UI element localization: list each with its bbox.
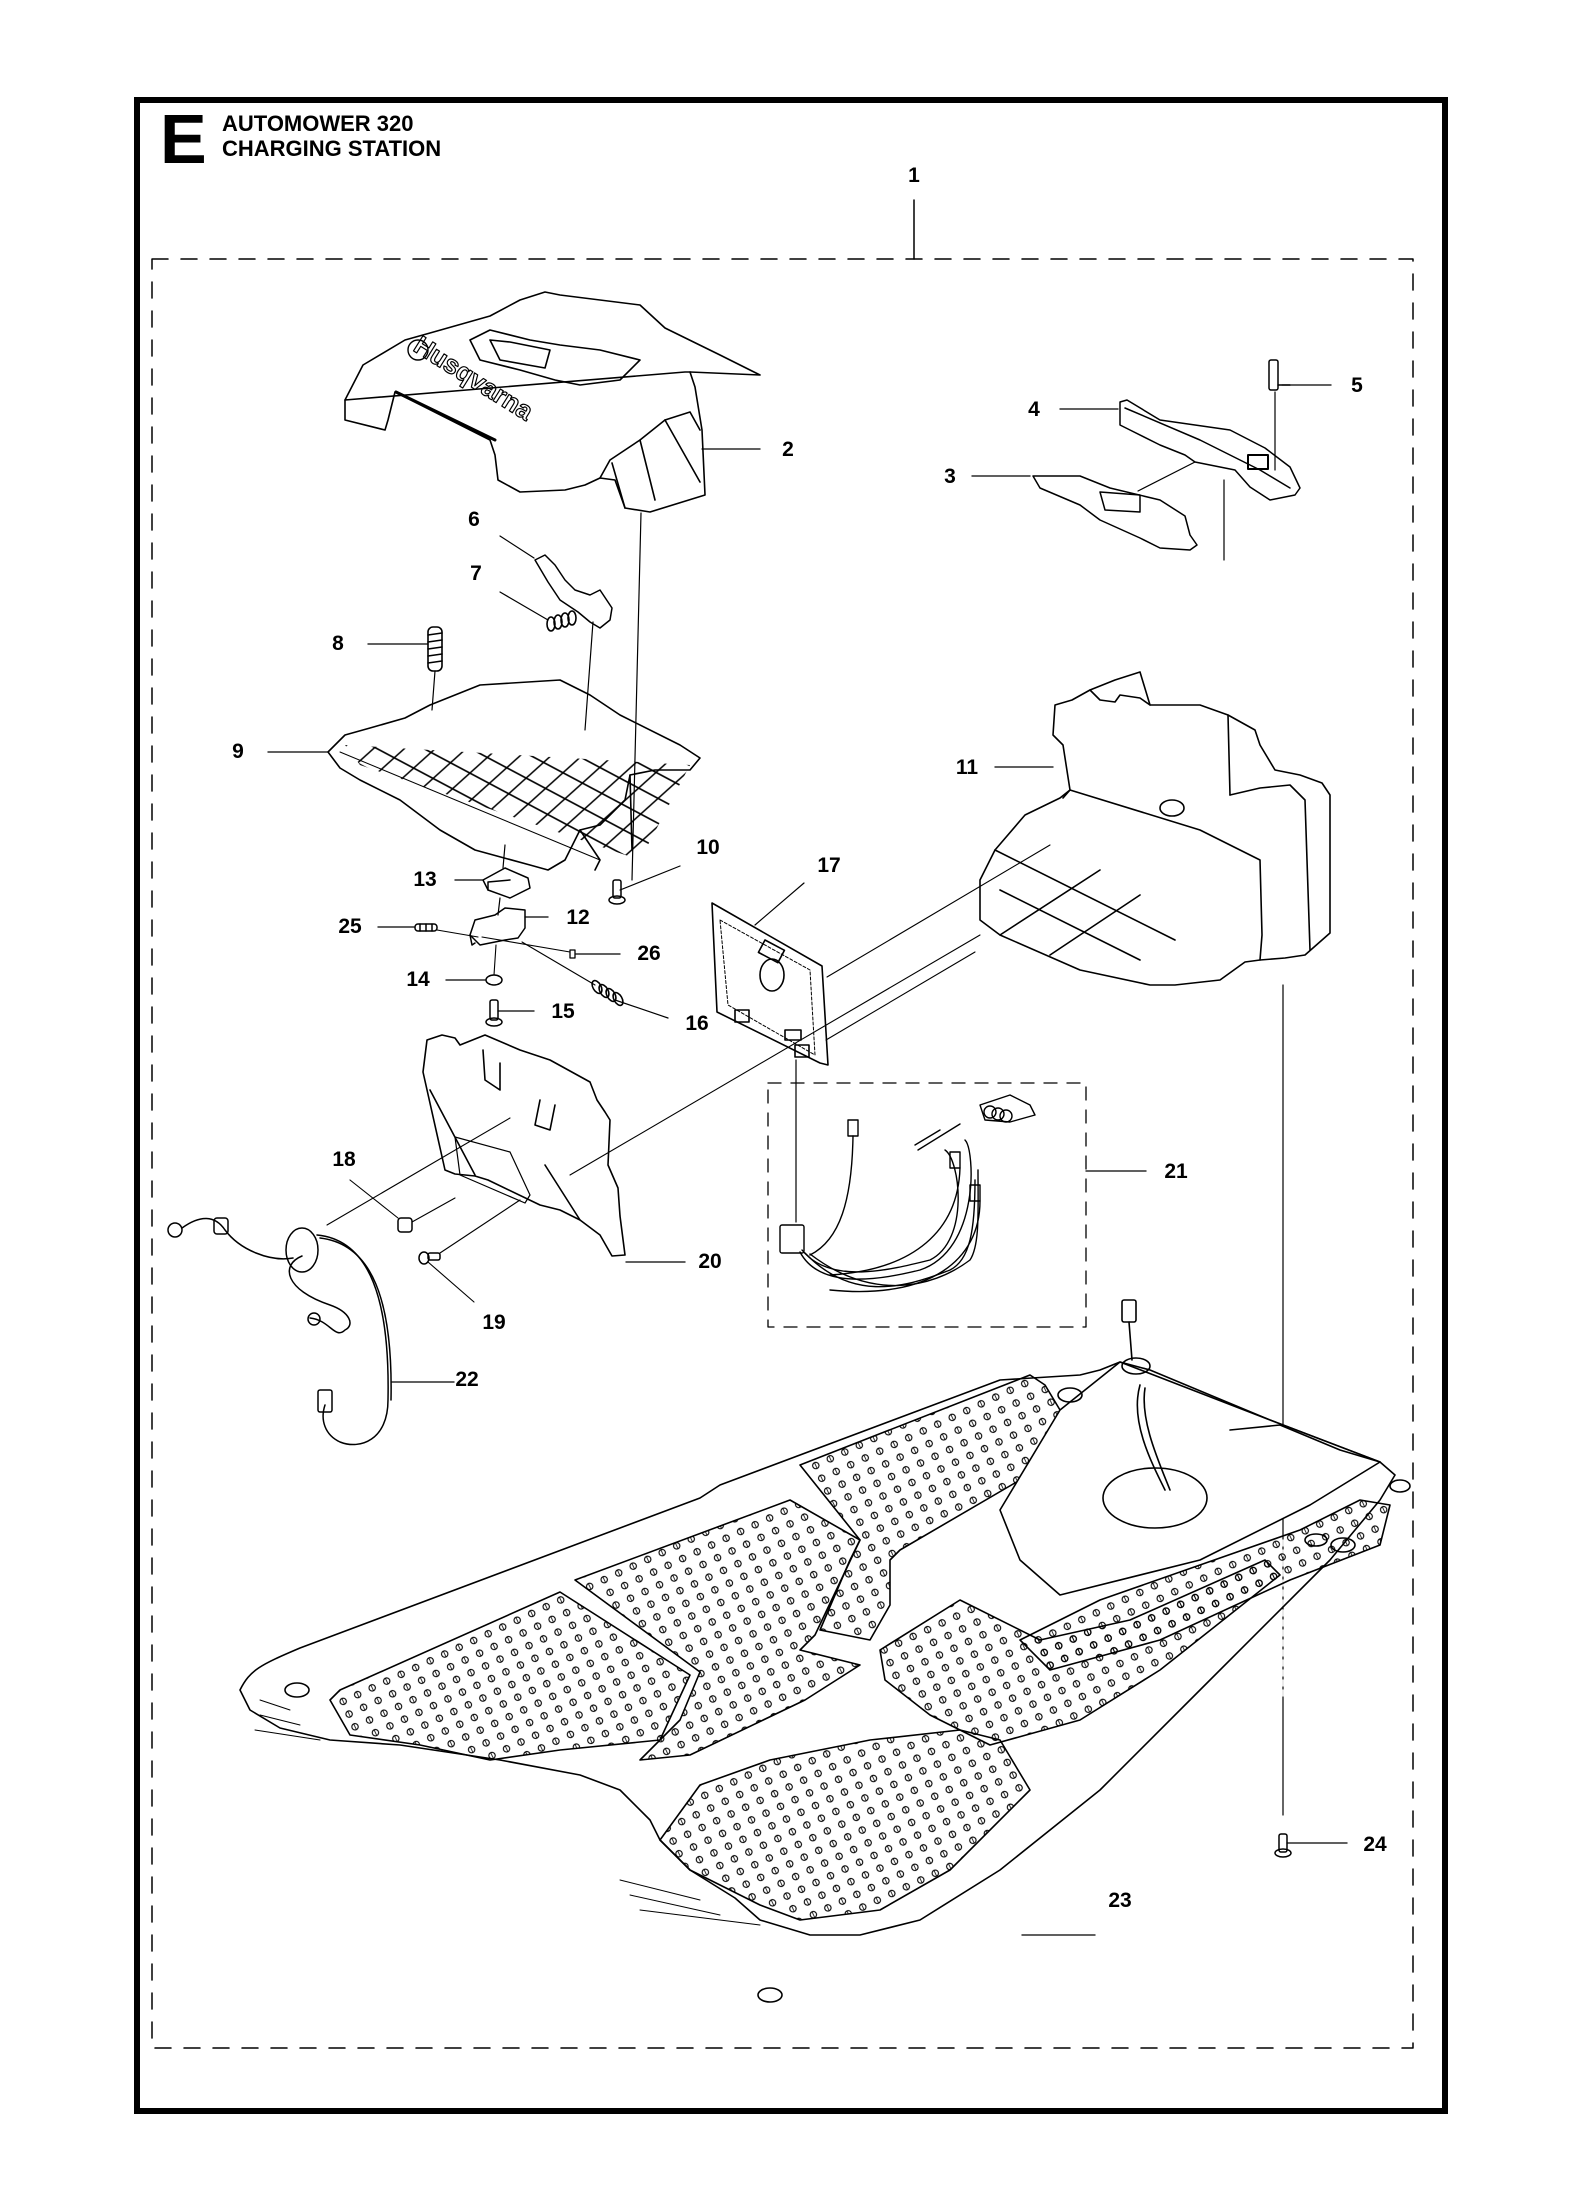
part-18-plug: [397, 1217, 413, 1233]
leader-20-to-11: [569, 934, 981, 1176]
base-plate-panel-3: [799, 1374, 1061, 1641]
callout-15[interactable]: 15: [551, 1000, 575, 1023]
part-21-cable-harness: [779, 1094, 1036, 1293]
leader-19-to-20: [439, 1199, 521, 1254]
callout-22[interactable]: 22: [455, 1368, 479, 1391]
part-2-top-cover: Husqvarna: [344, 291, 761, 513]
base-plate-panel-6: [1019, 1499, 1391, 1671]
leader-17-to-11a: [826, 844, 1051, 978]
leader-18-to-20: [411, 1197, 456, 1223]
part-3-contact-plate-holder: [1032, 475, 1198, 551]
leader-19: [427, 1261, 475, 1303]
base-plate-panel-1: [329, 1591, 691, 1761]
part-20-rear-cover: [422, 1034, 626, 1257]
callout-1[interactable]: 1: [908, 164, 920, 187]
callout-6[interactable]: 6: [468, 508, 480, 531]
callout-17[interactable]: 17: [817, 854, 841, 877]
callout-13[interactable]: 13: [413, 868, 437, 891]
callout-16[interactable]: 16: [685, 1012, 709, 1035]
callout-5[interactable]: 5: [1351, 374, 1363, 397]
leader-7: [499, 591, 549, 621]
part-12-lock-bracket: [469, 907, 526, 946]
callout-9[interactable]: 9: [232, 740, 244, 763]
part-17-circuit-board: [711, 902, 829, 1066]
part-13-bracket-clip: [482, 867, 531, 899]
part-8-spring: [427, 626, 443, 672]
base-plate-panel-5: [659, 1729, 1031, 1921]
part-9-inner-frame: [327, 679, 701, 871]
part-24-screw: [1274, 1833, 1292, 1858]
callout-14[interactable]: 14: [406, 968, 430, 991]
callout-21[interactable]: 21: [1164, 1160, 1188, 1183]
leader-16: [614, 999, 669, 1019]
part-25-screw: [414, 923, 438, 932]
page-frame: [134, 97, 1448, 2114]
section-letter: E: [160, 100, 207, 178]
callout-12[interactable]: 12: [566, 906, 590, 929]
leader-3-diag: [1137, 461, 1196, 492]
part-19-screw: [418, 1251, 441, 1265]
callout-23[interactable]: 23: [1108, 1889, 1132, 1912]
callout-19[interactable]: 19: [482, 1311, 506, 1334]
callout-10[interactable]: 10: [696, 836, 720, 859]
callout-8[interactable]: 8: [332, 632, 344, 655]
diagram-title: AUTOMOWER 320 CHARGING STATION: [222, 111, 441, 161]
callout-7[interactable]: 7: [470, 562, 482, 585]
leader-14-up: [493, 944, 497, 976]
leader-13-up: [502, 844, 506, 869]
part-4-contact-plate-cover: [1119, 399, 1301, 501]
callout-2[interactable]: 2: [782, 438, 794, 461]
assembly-boundary: [151, 258, 1414, 2049]
leader-16-in: [521, 941, 596, 986]
leader-17-to-11b: [825, 951, 976, 1041]
callout-4[interactable]: 4: [1028, 398, 1040, 421]
callout-3[interactable]: 3: [944, 465, 956, 488]
callout-11[interactable]: 11: [955, 756, 979, 779]
part-6-latch: [534, 554, 613, 629]
leader-10: [619, 865, 681, 891]
leader-17: [754, 882, 805, 926]
callout-18[interactable]: 18: [332, 1148, 356, 1171]
part-26-pin: [569, 949, 576, 959]
part-23-base-plate: [239, 1299, 1411, 2003]
base-plate-panel-2: [574, 1499, 861, 1761]
part-15-screw: [485, 999, 503, 1027]
leader-6: [499, 535, 535, 559]
title-model: AUTOMOWER 320: [222, 111, 414, 136]
callout-24[interactable]: 24: [1363, 1833, 1387, 1856]
part-10-screw: [608, 879, 626, 905]
callout-25[interactable]: 25: [338, 915, 362, 938]
title-section: CHARGING STATION: [222, 136, 442, 161]
part-14-washer: [485, 974, 503, 986]
leader-20-to-22: [326, 1117, 511, 1226]
part-11-housing: [979, 671, 1331, 986]
leader-18: [349, 1179, 399, 1219]
callout-26[interactable]: 26: [637, 942, 661, 965]
callout-20[interactable]: 20: [698, 1250, 722, 1273]
part-22-power-cable: [167, 1217, 392, 1446]
leader-6-down: [584, 621, 594, 731]
part-7-spring: [546, 610, 577, 632]
part-21-kit-boundary: [767, 1082, 1087, 1328]
leader-25-in: [436, 929, 479, 938]
part-16-spring: [591, 979, 624, 1007]
